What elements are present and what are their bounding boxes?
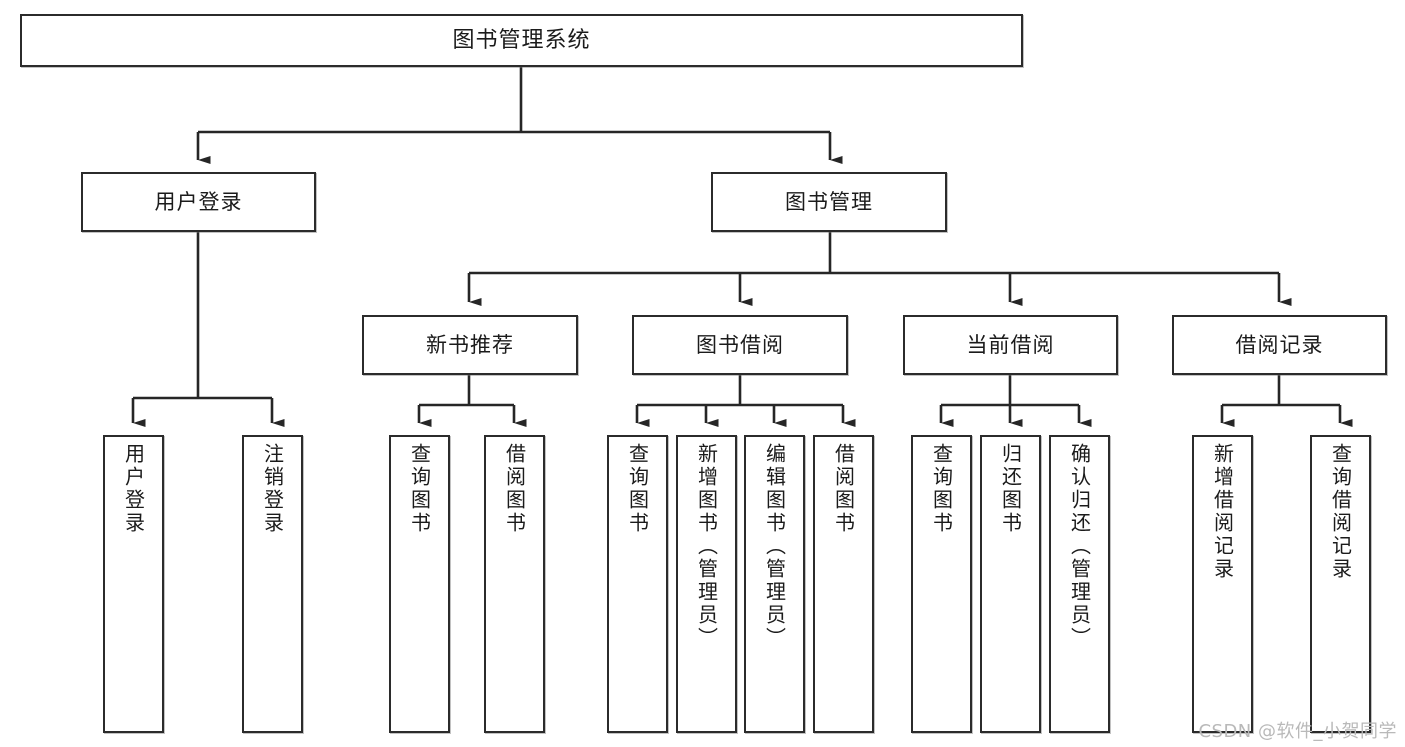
node-label: 新增借阅记录 (1210, 443, 1235, 581)
node-leaf-query-book[interactable]: 查询图书 (607, 435, 668, 733)
node-label: 新书推荐 (426, 332, 514, 357)
node-label: 用户登录 (121, 443, 146, 535)
node-leaf-borrow-book[interactable]: 借阅图书 (813, 435, 874, 733)
node-label: 新增图书（管理员） (694, 443, 719, 650)
node-label: 借阅图书 (502, 443, 527, 535)
node-label: 编辑图书（管理员） (762, 443, 787, 650)
node-leaf-add-borrow-record[interactable]: 新增借阅记录 (1192, 435, 1253, 733)
node-root-book-management-system[interactable]: 图书管理系统 (20, 14, 1023, 67)
node-label: 查询借阅记录 (1328, 443, 1353, 581)
node-leaf-confirm-return-admin[interactable]: 确认归还（管理员） (1049, 435, 1110, 733)
node-label: 查询图书 (929, 443, 954, 535)
node-label: 归还图书 (998, 443, 1023, 535)
node-leaf-query-book-recommend[interactable]: 查询图书 (389, 435, 450, 733)
node-leaf-logout[interactable]: 注销登录 (242, 435, 303, 733)
node-new-book-recommend[interactable]: 新书推荐 (362, 315, 578, 375)
node-label: 用户登录 (154, 189, 243, 214)
node-leaf-return-book[interactable]: 归还图书 (980, 435, 1041, 733)
node-leaf-edit-book-admin[interactable]: 编辑图书（管理员） (744, 435, 805, 733)
node-label: 图书管理 (785, 189, 873, 214)
node-leaf-user-login[interactable]: 用户登录 (103, 435, 164, 733)
node-leaf-borrow-book-recommend[interactable]: 借阅图书 (484, 435, 545, 733)
node-label: 注销登录 (260, 443, 285, 535)
node-label: 查询图书 (407, 443, 432, 535)
node-label: 借阅记录 (1235, 332, 1324, 357)
node-label: 当前借阅 (966, 332, 1055, 357)
node-book-borrow[interactable]: 图书借阅 (632, 315, 848, 375)
node-label: 确认归还（管理员） (1067, 443, 1092, 650)
node-user-login[interactable]: 用户登录 (81, 172, 316, 232)
node-label: 查询图书 (625, 443, 650, 535)
watermark: CSDN @软件_小贺同学 (1198, 721, 1397, 742)
node-borrow-record[interactable]: 借阅记录 (1172, 315, 1387, 375)
node-leaf-query-book-current[interactable]: 查询图书 (911, 435, 972, 733)
node-label: 图书管理系统 (452, 27, 591, 53)
node-leaf-add-book-admin[interactable]: 新增图书（管理员） (676, 435, 737, 733)
node-book-management[interactable]: 图书管理 (711, 172, 947, 232)
node-label: 借阅图书 (831, 443, 856, 535)
node-label: 图书借阅 (696, 332, 784, 357)
node-leaf-query-borrow-record[interactable]: 查询借阅记录 (1310, 435, 1371, 733)
node-current-borrow[interactable]: 当前借阅 (903, 315, 1118, 375)
